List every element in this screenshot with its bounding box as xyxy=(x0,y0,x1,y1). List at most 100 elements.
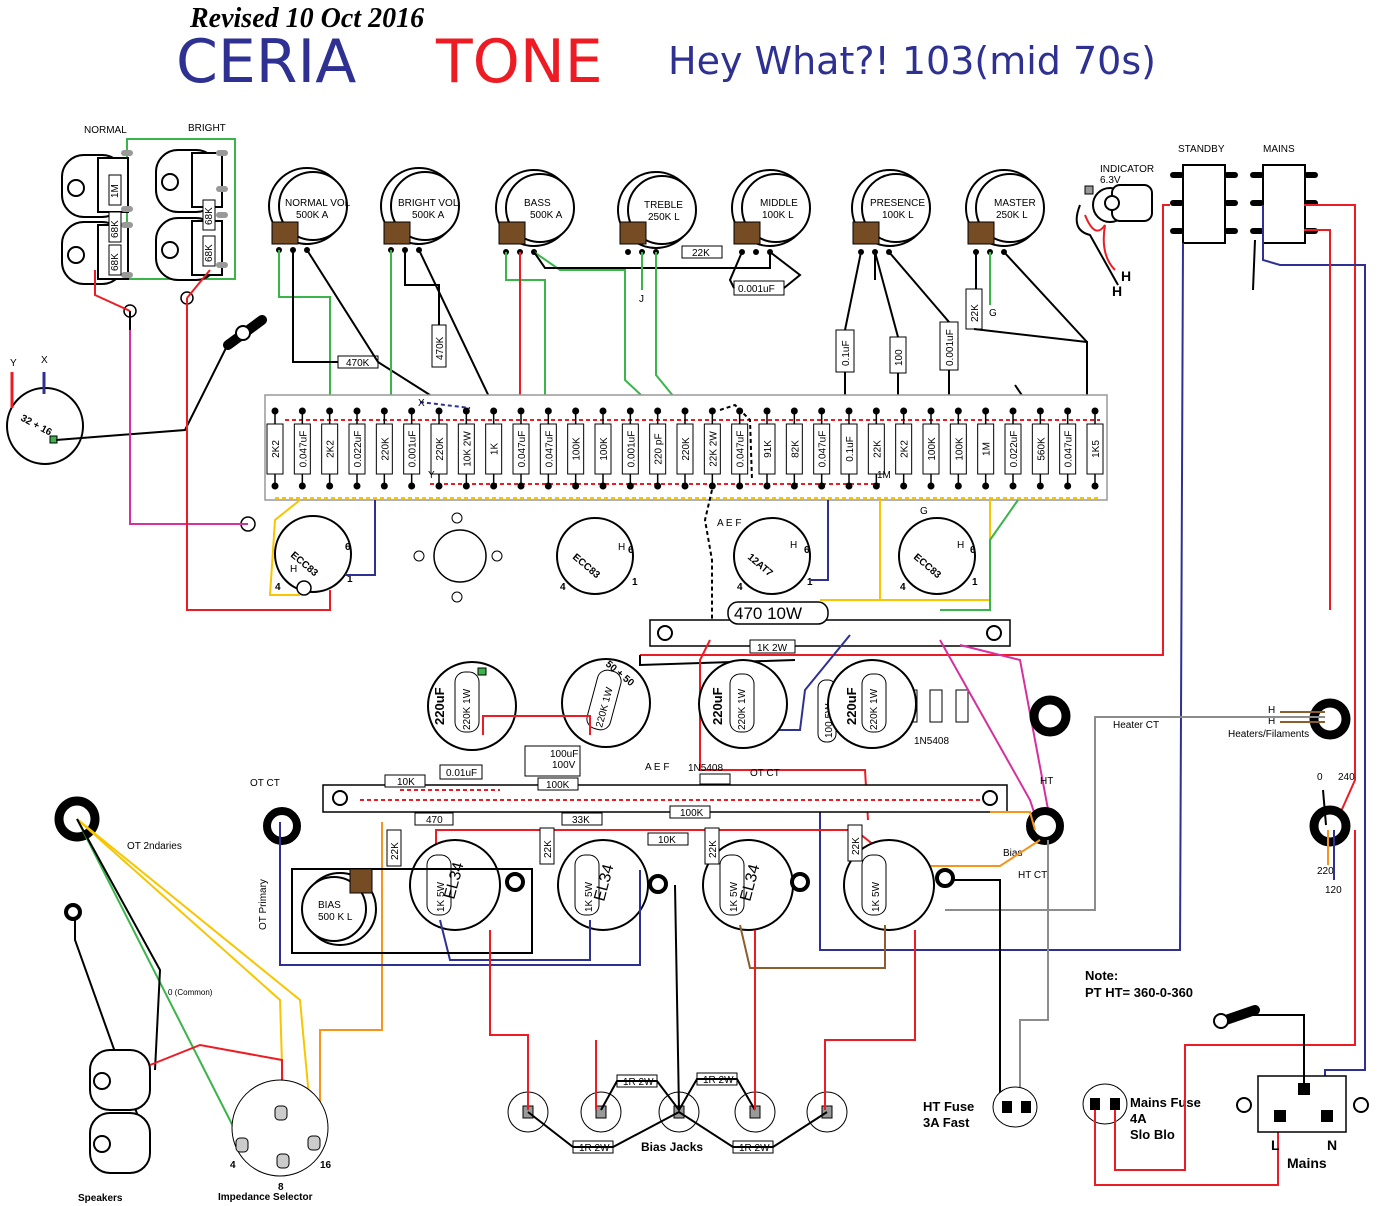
indicator-lamp: INDICATOR 6.3V H H xyxy=(1075,164,1154,299)
power-board: 10K 0.01uF 100uF 100V 470 100K 33K 10K 1… xyxy=(250,745,1064,1135)
board-component: 220K xyxy=(375,407,393,490)
svg-text:BRIGHT VOL: BRIGHT VOL xyxy=(398,198,459,209)
svg-text:120: 120 xyxy=(1325,885,1342,896)
svg-text:BIAS: BIAS xyxy=(318,900,341,911)
svg-text:G: G xyxy=(920,506,928,517)
svg-text:470K: 470K xyxy=(346,358,370,369)
svg-text:4: 4 xyxy=(900,582,906,593)
svg-text:1K 5W: 1K 5W xyxy=(436,881,447,912)
svg-text:4: 4 xyxy=(275,582,281,593)
ground-lug-input-icon xyxy=(223,315,267,350)
output-valve-4: 1K 5W 22K xyxy=(843,824,935,931)
svg-text:100uF: 100uF xyxy=(550,749,578,760)
transformer-tap-socket: 0 240 220 120 xyxy=(1309,772,1355,896)
svg-text:1: 1 xyxy=(972,577,978,588)
ot-primary-label: OT Primary xyxy=(258,879,269,930)
svg-text:J: J xyxy=(639,294,644,305)
board-component-label: 0.047uF xyxy=(736,431,747,468)
ground-lug-power-icon xyxy=(505,868,955,894)
svg-text:22K: 22K xyxy=(692,248,710,259)
svg-text:68K: 68K xyxy=(110,253,121,271)
brand-ceria: CERIA xyxy=(176,27,356,97)
pot-middle[interactable]: MIDDLE 100K L xyxy=(731,169,811,247)
svg-text:100: 100 xyxy=(894,349,905,366)
svg-text:1: 1 xyxy=(807,577,813,588)
board-component: 22K xyxy=(867,407,885,490)
mains-switch[interactable]: MAINS xyxy=(1250,144,1318,244)
jack-bright-1-icon xyxy=(155,149,223,213)
svg-text:H: H xyxy=(1268,716,1275,727)
svg-text:8: 8 xyxy=(278,1182,284,1193)
svg-text:Slo Blo: Slo Blo xyxy=(1130,1127,1175,1142)
svg-text:G: G xyxy=(989,308,997,319)
standby-switch[interactable]: STANDBY xyxy=(1170,144,1238,244)
input-resistors: 1M 68K 68K 68K 68K xyxy=(108,174,216,276)
svg-text:H: H xyxy=(1268,705,1275,716)
board-component: 0.047uF xyxy=(1059,407,1077,490)
board-component: 0.047uF xyxy=(539,407,557,490)
svg-text:H: H xyxy=(1112,283,1122,299)
svg-text:240: 240 xyxy=(1338,772,1355,783)
board-component-label: 1K xyxy=(490,443,501,456)
board-component-label: 0.022uF xyxy=(1009,431,1020,468)
svg-text:10K: 10K xyxy=(658,835,676,846)
svg-text:0 (Common): 0 (Common) xyxy=(168,988,213,997)
chassis-hole-icon xyxy=(1029,695,1071,737)
board-component-label: 220K xyxy=(380,437,391,461)
brand-tone: TONE xyxy=(435,27,603,97)
svg-text:500K A: 500K A xyxy=(530,210,563,221)
note-title: Note: xyxy=(1085,968,1118,983)
svg-text:10K: 10K xyxy=(397,777,415,788)
model-title: Hey What?! 103(mid 70s) xyxy=(668,39,1156,83)
board-component-label: 0.047uF xyxy=(544,431,555,468)
board-component-label: 560K xyxy=(1036,437,1047,461)
svg-text:1R 2W: 1R 2W xyxy=(703,1075,734,1086)
valve-v1: ECC83 6 4 1 H xyxy=(240,515,353,596)
board-component-label: 82K xyxy=(790,440,801,458)
svg-text:470 10W: 470 10W xyxy=(734,604,802,623)
svg-text:0.001uF: 0.001uF xyxy=(738,284,775,295)
board-component: 82K xyxy=(785,407,803,490)
filter-cap-1: 220uF 220K 1W xyxy=(427,661,517,751)
pot-master[interactable]: MASTER 250K L xyxy=(965,169,1045,247)
svg-text:L: L xyxy=(1271,1137,1280,1153)
svg-text:TREBLE: TREBLE xyxy=(644,200,683,211)
impedance-selector[interactable]: 4 8 16 Impedance Selector xyxy=(218,1079,332,1203)
valve-v4: ECC83 6 4 1 H G xyxy=(898,506,978,595)
pot-normal-vol[interactable]: NORMAL VOL 500K A xyxy=(268,167,351,245)
bias-pot[interactable]: BIAS 500 K L xyxy=(291,868,533,954)
svg-text:A E F: A E F xyxy=(645,762,669,773)
svg-text:A E F: A E F xyxy=(717,518,741,529)
board-component-label: 220K xyxy=(435,437,446,461)
svg-text:250K L: 250K L xyxy=(996,210,1028,221)
board-component-label: 22K 2W xyxy=(708,431,719,467)
svg-text:22K: 22K xyxy=(708,840,719,858)
board-component-label: 0.047uF xyxy=(517,431,528,468)
pot-bass[interactable]: BASS 500K A xyxy=(495,169,575,247)
svg-text:1R 2W: 1R 2W xyxy=(623,1077,654,1088)
pot-bright-vol[interactable]: BRIGHT VOL 500K A xyxy=(380,167,460,245)
svg-text:MIDDLE: MIDDLE xyxy=(760,198,798,209)
input-jacks: NORMAL BRIGHT xyxy=(61,123,236,330)
board-component: 0.047uF xyxy=(512,407,530,490)
svg-text:Bias: Bias xyxy=(1003,848,1022,859)
iec-mains-socket: L N Mains xyxy=(1236,1014,1369,1171)
board-component: 100K xyxy=(922,407,940,490)
svg-text:100V: 100V xyxy=(552,760,576,771)
svg-text:Speakers: Speakers xyxy=(78,1193,123,1204)
svg-text:4: 4 xyxy=(560,582,566,593)
svg-text:470K: 470K xyxy=(435,336,446,360)
board-component: 100K xyxy=(949,407,967,490)
output-valve-1: 1K 5W EL34 22K xyxy=(386,829,501,931)
svg-text:PRESENCE: PRESENCE xyxy=(870,198,925,209)
pot-treble[interactable]: TREBLE 250K L xyxy=(617,171,697,249)
board-component: 0.001uF xyxy=(621,407,639,490)
board-component: 220K xyxy=(430,407,448,490)
svg-text:4: 4 xyxy=(737,582,743,593)
pot-presence[interactable]: PRESENCE 100K L xyxy=(851,169,931,247)
svg-text:Y: Y xyxy=(10,358,17,369)
board-component: 100K xyxy=(567,407,585,490)
board-component: 0.047uF xyxy=(813,407,831,490)
board-component-label: 100K xyxy=(599,437,610,461)
svg-text:220uF: 220uF xyxy=(844,687,859,725)
